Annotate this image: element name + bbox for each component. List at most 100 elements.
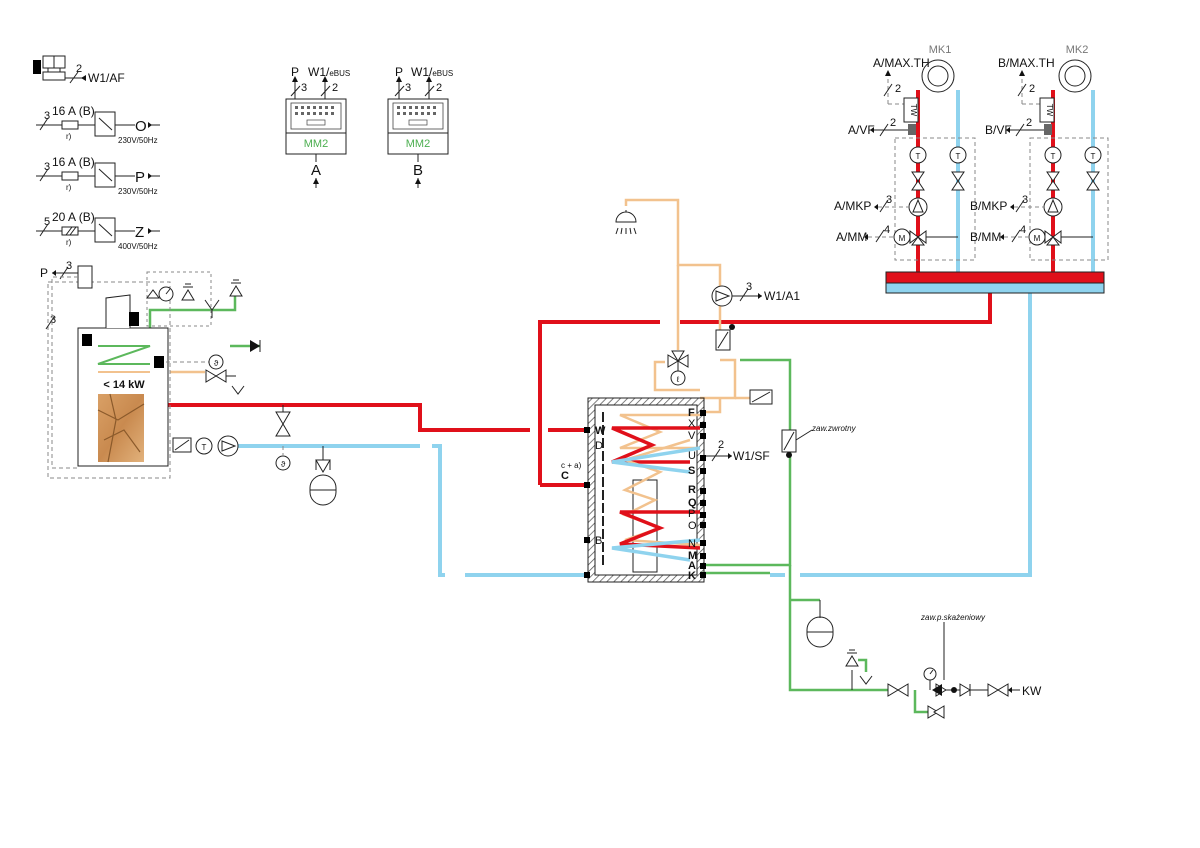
port-d: D [595,440,603,452]
check-valve-label: zaw.zwrotny [811,424,857,433]
svg-text:T: T [1051,152,1056,161]
temperature-sensor-icon [949,146,967,164]
port-f: F [688,407,695,419]
drain-valve-icon [927,705,939,719]
svg-text:T: T [956,152,961,161]
backflow-preventer-icon [932,684,942,696]
port-q: Q [688,497,697,509]
svg-text:16 A (B): 16 A (B) [52,104,95,118]
shutoff-valve-icon [1046,171,1060,182]
temperature-sensor-icon [909,146,927,164]
svg-text:< 14 kW: < 14 kW [103,379,145,391]
svg-text:3: 3 [44,161,50,173]
solid-fuel-boiler: P 3 3 < 14 kW ϑ [40,260,261,479]
port-c: C [561,470,569,482]
drain-funnel-icon [204,299,220,311]
svg-text:2: 2 [1026,117,1032,129]
shutoff-valve-icon [887,683,899,697]
thin-pipes [97,198,928,714]
svg-text:230V/50Hz: 230V/50Hz [118,187,158,196]
svg-text:4: 4 [884,224,890,236]
svg-text:4: 4 [1020,224,1026,236]
svg-text:B/MM: B/MM [970,230,1001,244]
svg-text:A: A [311,162,321,179]
svg-text:230V/50Hz: 230V/50Hz [118,136,158,145]
svg-text:2: 2 [718,439,724,451]
svg-text:B/MAX.TH: B/MAX.TH [998,56,1055,70]
svg-text:T: T [1091,152,1096,161]
storage-tank: F X V U S R Q P O N M A K W D c + a) C B… [561,397,770,583]
svg-text:A/MAX.TH: A/MAX.TH [873,56,930,70]
svg-text:O: O [135,118,147,135]
svg-text:A/MKP: A/MKP [834,199,871,213]
svg-text:B/VF: B/VF [985,123,1012,137]
svg-text:ℓ: ℓ [676,375,680,384]
thermostat-icon [208,354,224,370]
svg-text:M: M [899,234,906,243]
svg-text:B/MKP: B/MKP [970,199,1007,213]
port-a: A [688,560,696,572]
shutoff-valve-icon [1086,171,1100,182]
port-p: P [688,508,695,520]
af-wire-count: 2 [76,63,82,75]
contamination-valve-label: zaw.p.skażeniowy [920,613,986,622]
svg-text:W1/eBUS: W1/eBUS [308,65,350,79]
svg-text:3: 3 [746,281,752,293]
check-valve-icon [250,340,260,352]
cold-water-label: KW [1022,684,1042,698]
svg-text:20 A (B): 20 A (B) [52,210,95,224]
heating-manifold [885,271,1105,294]
anti-condensation-valve-icon [275,423,291,437]
svg-text:3: 3 [44,110,50,122]
mixing-valve-icon [909,230,919,244]
mixer-module-b: P 3 W1/eBUS 2 MM2 B [387,65,453,188]
temperature-sensor-icon [1044,146,1062,164]
safety-valve-icon [181,289,195,301]
mixing-valve-icon [667,354,679,368]
port-n: N [688,538,696,550]
svg-text:MK1: MK1 [929,44,952,56]
svg-text:P: P [291,65,299,79]
port-m: M [688,550,697,562]
svg-text:2: 2 [332,82,338,94]
svg-text:TW: TW [909,104,918,117]
svg-text:16 A (B): 16 A (B) [52,155,95,169]
temperature-sensor-icon [1084,146,1102,164]
shutoff-valve-icon [911,171,925,182]
svg-text:T: T [202,443,207,452]
svg-text:W1/eBUS: W1/eBUS [411,65,453,79]
supply-row-o: 3 16 A (B) r) O 230V/50Hz [36,104,160,145]
svg-text:5: 5 [44,216,50,228]
svg-text:MM2: MM2 [406,138,430,150]
svg-text:3: 3 [405,82,411,94]
svg-text:TW: TW [1045,104,1054,117]
check-valve-icon [959,683,971,697]
svg-text:3: 3 [50,314,56,326]
svg-text:MM2: MM2 [304,138,328,150]
svg-text:MK2: MK2 [1066,44,1089,56]
svg-text:3: 3 [1022,194,1028,206]
svg-text:M: M [1034,234,1041,243]
svg-text:ϑ: ϑ [214,359,219,368]
port-r: R [688,484,696,496]
safety-valve-icon [845,655,859,667]
svg-text:r): r) [66,183,72,192]
port-k: K [688,570,696,582]
air-vent-icon [146,289,160,299]
port-s: S [688,465,695,477]
safety-thermostat-icon [903,97,919,123]
boiler-controller-icon [77,265,93,289]
dhw-group: 3 W1/A1 ℓ zaw.zwrotny [615,210,857,458]
boiler-return-group: T ϑ [172,405,337,506]
fuse-icon [61,120,79,130]
thermal-valve-icon [229,285,243,297]
svg-text:Z: Z [135,224,144,241]
safety-thermostat-icon [1039,97,1055,123]
port-o: O [688,520,697,532]
port-b: B [595,535,602,547]
svg-text:T: T [916,152,921,161]
sf-sensor-label: W1/SF [733,449,770,463]
svg-text:ϑ: ϑ [281,460,286,469]
svg-text:P: P [135,169,145,186]
